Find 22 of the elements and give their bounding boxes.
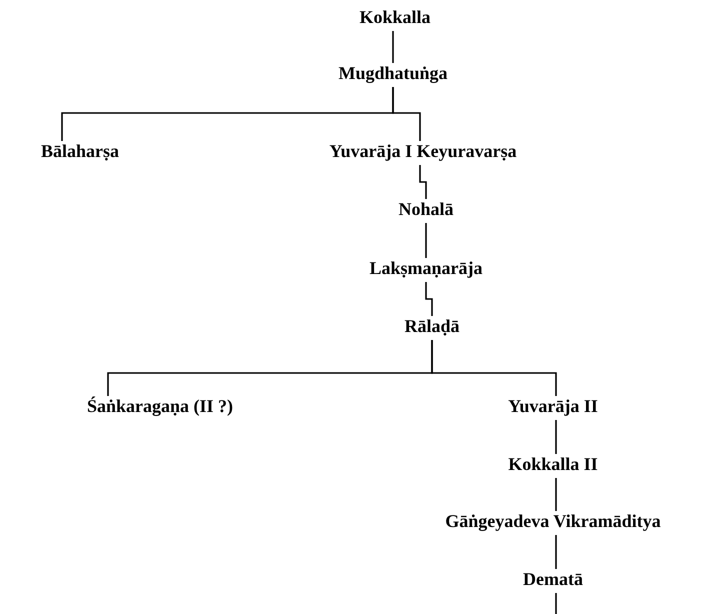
person-name: Kokkalla II [508,453,598,475]
person-name: Dematā [523,568,583,590]
connector-line [555,478,557,511]
connector-line [425,282,433,316]
person-name: Nohalā [398,198,454,220]
person-name: Mugdhatuṅga [338,62,448,84]
person-name: Rālaḍā [404,315,460,337]
person-name: Lakṣmaṇarāja [370,257,482,279]
connector-line [555,535,557,569]
person-name: Kokkalla [359,6,431,28]
connector-line [555,420,557,454]
person-name: Gāṅgeyadeva Vikramāditya [445,510,661,532]
person-name: Yuvarāja I Keyuravarṣa [329,140,517,162]
person-name: Śaṅkaragaṇa (II ?) [86,395,234,417]
connector-line [431,340,557,396]
connector-line [392,87,421,141]
person-name: Yuvarāja II [508,395,598,417]
connector-line [419,165,427,199]
connector-line [425,223,427,258]
connector-line [392,31,394,63]
connector-line [555,593,557,614]
person-name: Bālaharṣa [41,140,119,162]
